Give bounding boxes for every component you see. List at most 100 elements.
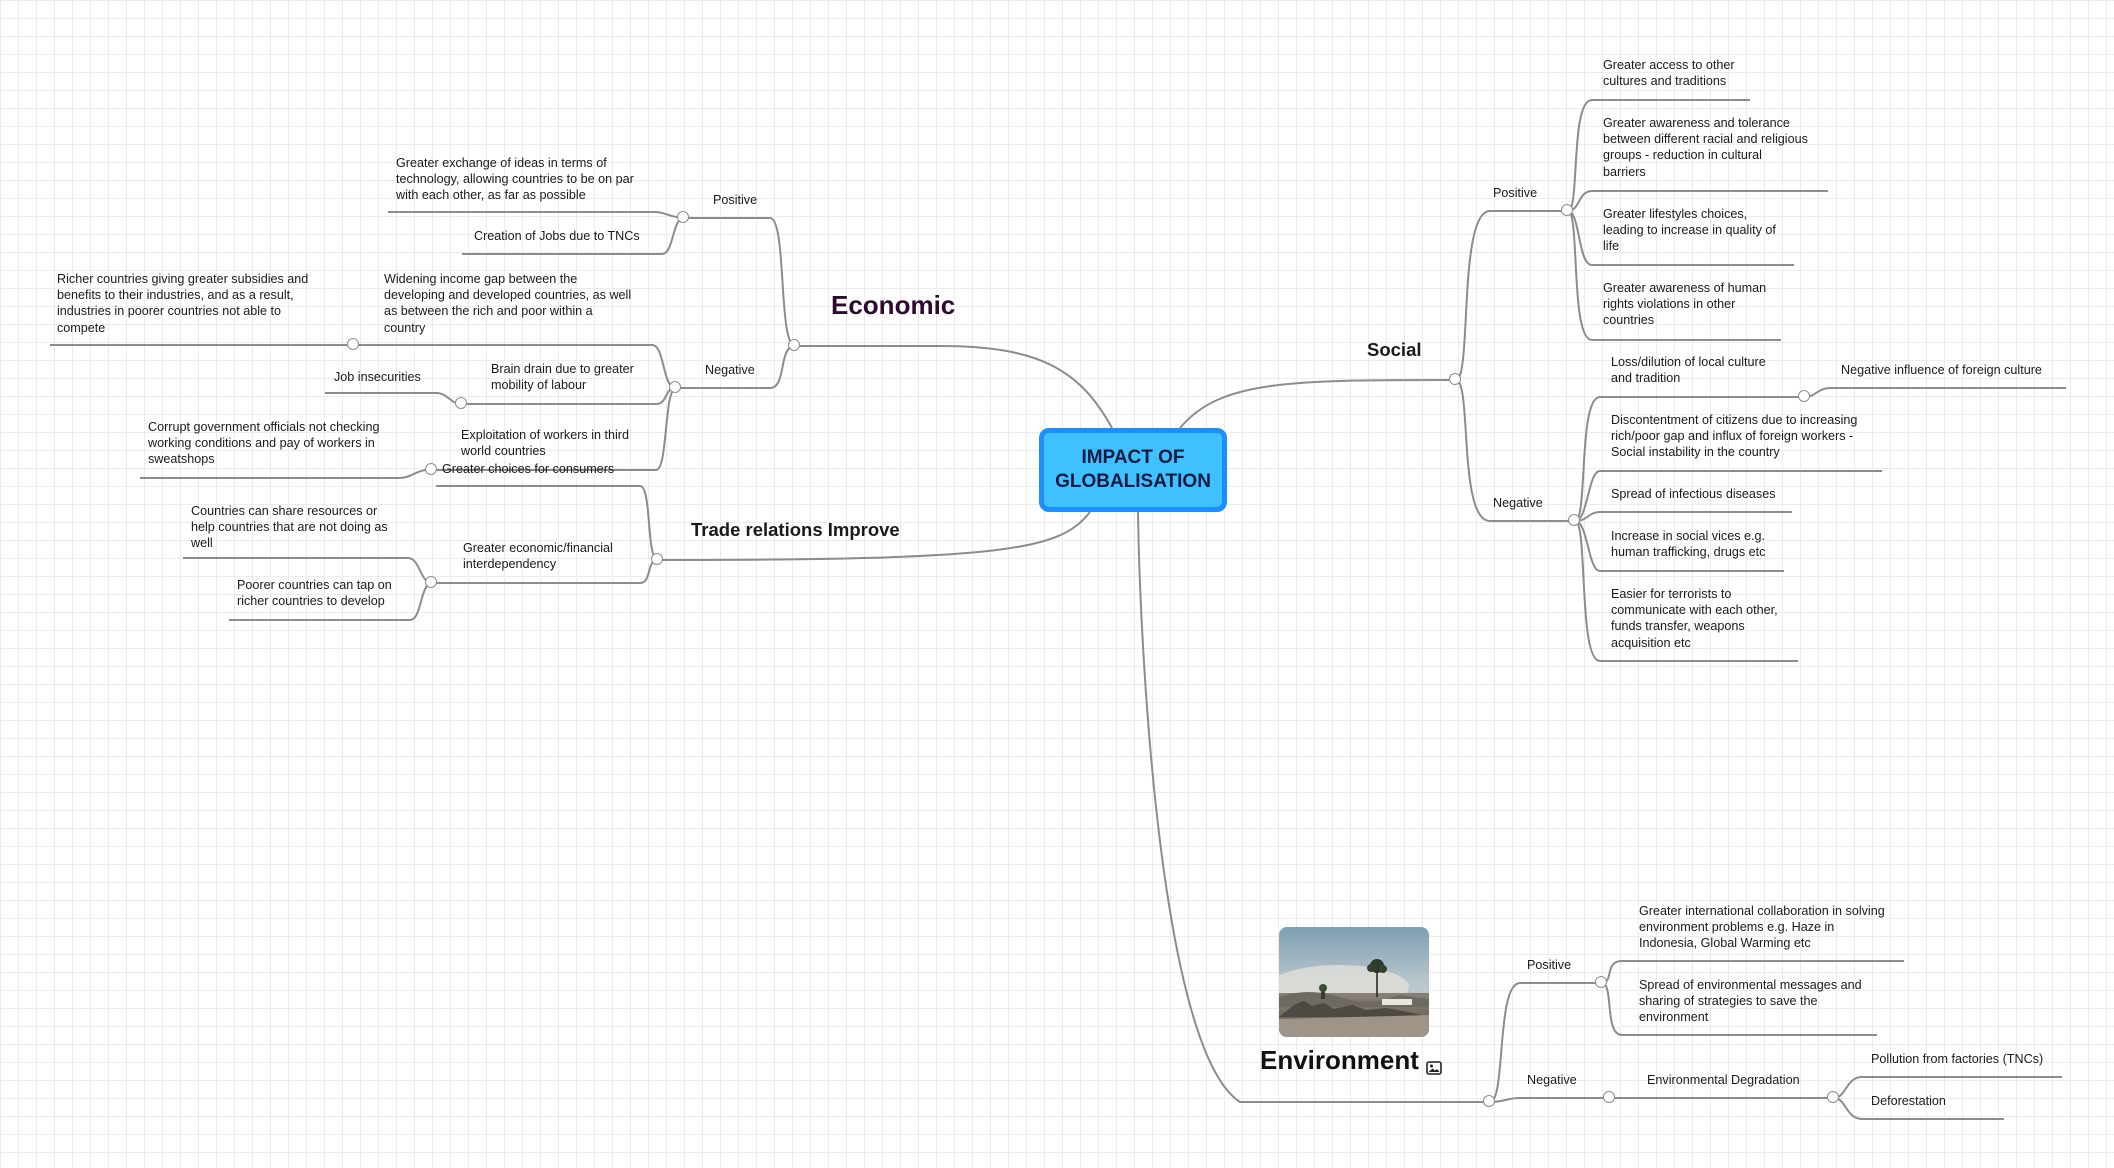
text-line: Greater lifestyles choices,	[1603, 207, 1748, 221]
text-line: Corrupt government officials not checkin…	[148, 420, 380, 434]
text-line: richer countries to develop	[237, 594, 385, 609]
text-line: Greater choices for consumers	[442, 462, 615, 476]
text-line: funds transfer, weapons	[1611, 619, 1745, 634]
text-line: well	[191, 536, 213, 551]
text-line: Richer countries giving greater subsidie…	[57, 272, 309, 286]
text-line: Easier for terrorists to	[1611, 587, 1732, 601]
env-neg-child-dot[interactable]	[1827, 1091, 1840, 1104]
central-topic[interactable]: IMPACT OF GLOBALISATION	[1039, 428, 1227, 512]
econ-neg-item-1[interactable]: Widening income gap between the developi…	[384, 271, 631, 336]
social-pos-item-1[interactable]: Greater access to other cultures and tra…	[1603, 57, 1735, 89]
text-line: Indonesia, Global Warming etc	[1639, 936, 1811, 951]
econ-positive-dot[interactable]	[677, 211, 690, 224]
env-neg-sub-2[interactable]: Deforestation	[1871, 1094, 1946, 1108]
text-line: Job insecurities	[334, 370, 421, 384]
env-neg-child[interactable]: Environmental Degradation	[1647, 1073, 1800, 1087]
social-negative[interactable]: Negative	[1493, 496, 1543, 510]
text-line: Greater international collaboration in s…	[1639, 904, 1885, 918]
env-negative-dot[interactable]	[1603, 1091, 1616, 1104]
econ-neg-item-3-dot[interactable]	[425, 463, 438, 476]
trade-item-2-sub-2[interactable]: Poorer countries can tap on richer count…	[237, 577, 392, 609]
trade-item-2-dot[interactable]	[425, 576, 438, 589]
trade-item-2[interactable]: Greater economic/financial interdependen…	[463, 540, 613, 572]
text-line: Social instability in the country	[1611, 445, 1780, 460]
social-pos-item-4[interactable]: Greater awareness of human rights violat…	[1603, 280, 1766, 329]
social-neg-item-4[interactable]: Increase in social vices e.g. human traf…	[1611, 528, 1765, 560]
text-line: Increase in social vices e.g.	[1611, 529, 1765, 543]
trade-item-2-sub-1[interactable]: Countries can share resources or help co…	[191, 503, 388, 552]
environment-junction-dot[interactable]	[1483, 1095, 1496, 1108]
economic-positive[interactable]: Positive	[713, 193, 758, 207]
trade-branch[interactable]: Trade relations Improve	[691, 519, 900, 540]
economic-junction-dot[interactable]	[788, 339, 801, 352]
text-line: country	[384, 320, 426, 335]
image-icon-glyph	[1426, 1061, 1442, 1075]
trade-item-1[interactable]: Greater choices for consumers	[442, 461, 614, 477]
central-topic-line1: IMPACT OF	[1081, 447, 1185, 468]
trade-junction-dot[interactable]	[651, 553, 664, 566]
econ-negative-dot[interactable]	[669, 381, 682, 394]
econ-pos-item-1[interactable]: Greater exchange of ideas in terms of te…	[396, 155, 634, 204]
social-neg-item-3[interactable]: Spread of infectious diseases	[1611, 486, 1776, 502]
social-neg-item-2[interactable]: Discontentment of citizens due to increa…	[1611, 412, 1857, 461]
social-junction-dot[interactable]	[1449, 373, 1462, 386]
economic-negative[interactable]: Negative	[705, 363, 755, 377]
economic-branch[interactable]: Economic	[831, 290, 956, 320]
environment-photo-art	[1279, 927, 1429, 1037]
image-icon[interactable]	[1426, 1061, 1442, 1080]
text-line: between different racial and religious	[1603, 132, 1808, 147]
social-positive-dot[interactable]	[1561, 204, 1574, 217]
env-positive-dot[interactable]	[1595, 976, 1608, 989]
social-neg-item-1-sub[interactable]: Negative influence of foreign culture	[1841, 362, 2042, 378]
environment-positive[interactable]: Positive	[1527, 958, 1572, 972]
text-line: acquisition etc	[1611, 635, 1691, 650]
text-line: human trafficking, drugs etc	[1611, 545, 1766, 560]
econ-pos-item-2[interactable]: Creation of Jobs due to TNCs	[474, 228, 640, 244]
text-line: Countries can share resources or	[191, 504, 378, 518]
env-neg-sub-1[interactable]: Pollution from factories (TNCs)	[1871, 1052, 2044, 1066]
social-branch[interactable]: Social	[1367, 339, 1422, 360]
social-pos-item-2[interactable]: Greater awareness and tolerance between …	[1603, 115, 1808, 180]
social-neg-item-1-dot[interactable]	[1798, 390, 1811, 403]
environment-negative[interactable]: Negative	[1527, 1073, 1577, 1087]
text-line: Brain drain due to greater	[491, 362, 634, 376]
text-line: with each other, as far as possible	[396, 188, 586, 203]
econ-neg-item-1-sub[interactable]: Richer countries giving greater subsidie…	[57, 271, 308, 336]
env-pos-item-2[interactable]: Spread of environmental messages and sha…	[1639, 977, 1862, 1026]
environment-branch[interactable]: Environment	[1260, 1045, 1419, 1075]
text-line: as between the rich and poor within a	[384, 304, 593, 319]
social-positive[interactable]: Positive	[1493, 186, 1538, 200]
text-line: technology, allowing countries to be on …	[396, 172, 634, 187]
econ-neg-item-2[interactable]: Brain drain due to greater mobility of l…	[491, 361, 634, 393]
central-topic-line2: GLOBALISATION	[1055, 471, 1211, 492]
social-neg-item-1[interactable]: Loss/dilution of local culture and tradi…	[1611, 354, 1766, 386]
social-neg-item-5[interactable]: Easier for terrorists to communicate wit…	[1611, 586, 1778, 651]
text-line: environment problems e.g. Haze in	[1639, 920, 1835, 935]
text-line: Greater awareness of human	[1603, 281, 1767, 295]
text-line: benefits to their industries, and as a r…	[57, 288, 294, 303]
text-line: countries	[1603, 313, 1655, 328]
econ-neg-item-1-dot[interactable]	[347, 338, 360, 351]
text-line: help countries that are not doing as	[191, 520, 388, 535]
text-line: compete	[57, 320, 106, 335]
social-pos-item-3[interactable]: Greater lifestyles choices, leading to i…	[1603, 206, 1776, 255]
env-pos-item-1[interactable]: Greater international collaboration in s…	[1639, 903, 1885, 952]
econ-neg-item-3[interactable]: Exploitation of workers in third world c…	[461, 427, 629, 459]
text-line: Creation of Jobs due to TNCs	[474, 229, 640, 243]
text-line: leading to increase in quality of	[1603, 223, 1776, 238]
text-line: environment	[1639, 1010, 1709, 1025]
text-line: Greater economic/financial	[463, 541, 613, 555]
econ-neg-item-3-sub[interactable]: Corrupt government officials not checkin…	[148, 419, 379, 468]
text-line: Loss/dilution of local culture	[1611, 355, 1766, 369]
text-line: Exploitation of workers in third	[461, 428, 629, 442]
text-line: communicate with each other,	[1611, 603, 1778, 618]
text-line: Poorer countries can tap on	[237, 578, 392, 592]
social-negative-dot[interactable]	[1568, 514, 1581, 527]
environment-photo[interactable]	[1279, 927, 1429, 1037]
text-line: and tradition	[1611, 371, 1681, 386]
econ-neg-item-2-dot[interactable]	[455, 397, 468, 410]
text-line: groups - reduction in cultural	[1603, 148, 1762, 163]
text-line: working conditions and pay of workers in	[148, 436, 375, 451]
text-line: interdependency	[463, 557, 557, 572]
econ-neg-item-2-sub[interactable]: Job insecurities	[334, 369, 421, 385]
